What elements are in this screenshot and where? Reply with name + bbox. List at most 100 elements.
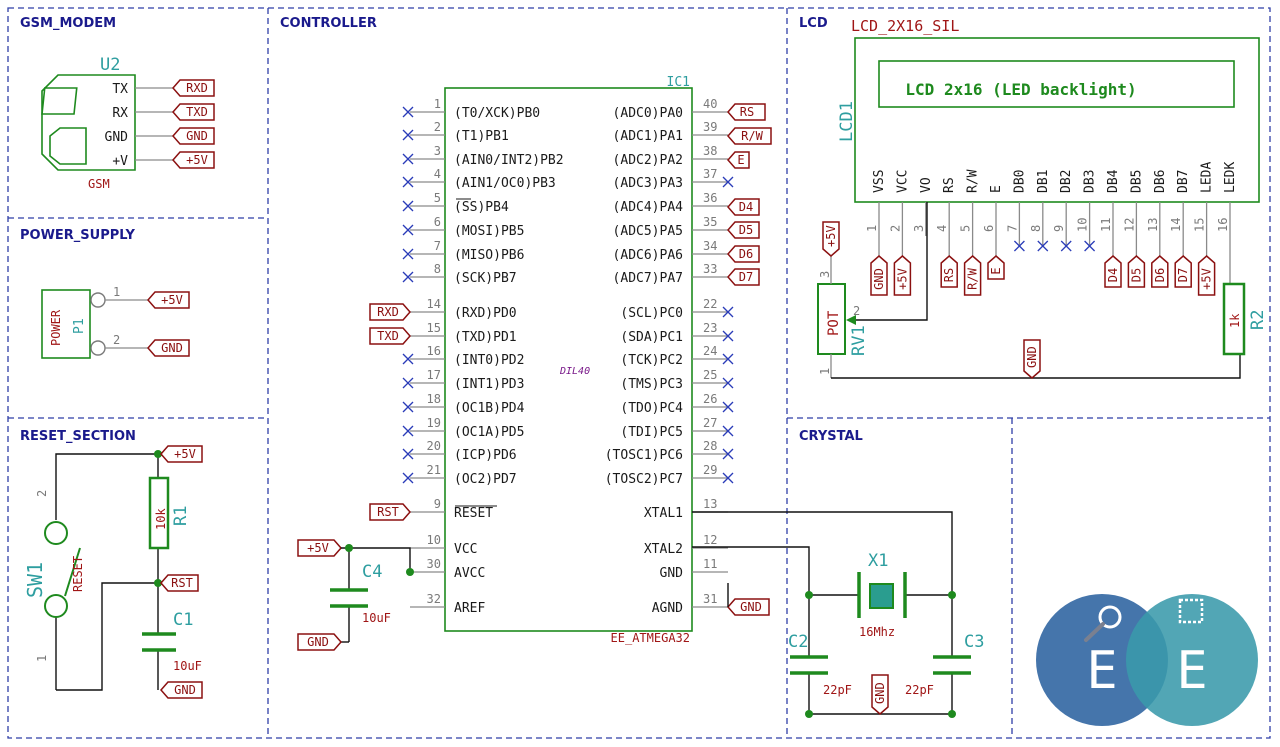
ic1-pin-name: (ADC0)PA0: [613, 106, 683, 121]
ic1-pin-number: 1: [434, 97, 441, 111]
lcd-pin-label: D7: [1174, 255, 1192, 288]
ic1-pin-25: 25(TMS)PC3: [620, 368, 734, 392]
ic1-pin-4: 4(AIN1/OC0)PB3: [402, 167, 556, 191]
pot-pin-1: 1: [818, 368, 832, 375]
svg-text:GND: GND: [873, 682, 887, 704]
gsm-pin-v: +V: [112, 154, 128, 169]
section-title-gsm: GSM_MODEM: [20, 16, 116, 31]
ic1-pin-6: 6(MOSI)PB5: [402, 215, 524, 239]
gsm-module-shape: [49, 127, 87, 165]
lcd-screen: [878, 60, 1235, 108]
svg-text:+5V: +5V: [895, 268, 909, 290]
power-pin-2-num: 2: [113, 333, 120, 347]
lcd-pin-number: 14: [1169, 218, 1183, 232]
power-connector: POWER P1 1 2 +5V GND: [41, 285, 190, 359]
svg-text:E: E: [737, 153, 744, 167]
gsm-pin-tx: TX: [112, 82, 128, 97]
controller: IC1 EE_ATMEGA32 DIL40 1(T0/XCK)PB02(T1)P…: [297, 75, 772, 651]
lcd-pin-number: 4: [935, 225, 949, 232]
ic1-pin-name: (ADC4)PA4: [613, 200, 684, 215]
lcd-pin-number: 13: [1146, 218, 1160, 232]
ic1-pin-number: 29: [703, 463, 717, 477]
lcd-pin-number: 9: [1052, 225, 1066, 232]
ic1-right-pins: 40(ADC0)PA039(ADC1)PA138(ADC2)PA237(ADC3…: [605, 97, 734, 616]
cap-c2-ref: C2: [788, 632, 808, 652]
lcd-pin-number: 1: [865, 225, 879, 232]
gsm-outline: [41, 74, 136, 171]
reset-switch-pin-1: 1: [35, 655, 49, 662]
crystal-body: [869, 583, 894, 609]
ic1-pin-number: 32: [427, 592, 441, 606]
ic1-pin-name: (MISO)PB6: [454, 248, 524, 263]
reset-label-gnd: GND: [160, 681, 203, 699]
ic1-pin-36: 36(ADC4)PA4: [613, 191, 728, 215]
resistor-r1-ref: R1: [171, 506, 191, 526]
ic1-pin-29: 29(TOSC2)PC7: [605, 463, 734, 487]
ic1-pin-26: 26(TDO)PC4: [620, 392, 734, 416]
reset-switch-value: RESET: [71, 556, 85, 592]
power-pin-1-circle: [90, 292, 106, 308]
lcd-pin-label: RS: [940, 255, 958, 288]
crystal-ref: X1: [868, 551, 888, 571]
ic1-pin-name: GND: [660, 566, 684, 581]
ic1-pin-number: 7: [434, 239, 441, 253]
power-label-gnd: GND: [147, 339, 190, 357]
ic1-pin-7: 7 (MISO)PB6: [402, 239, 524, 263]
ic1-pin-17: 17(INT1)PD3: [402, 368, 524, 392]
ic1-pin-name: (ICP)PD6: [454, 448, 517, 463]
lcd-pin-number: 7: [1005, 225, 1019, 232]
ic1-pin-38: 38(ADC2)PA2: [613, 144, 728, 168]
lcd-pin-label: +5V: [1197, 255, 1216, 296]
lcd-pin-name: VO: [919, 177, 934, 193]
reset-label-rst: RST: [160, 574, 199, 592]
ic1-pin-3: 3(AIN0/INT2)PB2: [402, 144, 564, 168]
ic1-pin-number: 16: [427, 344, 441, 358]
reset-label-5v: +5V: [160, 445, 203, 463]
ic1-pin-number: 2: [434, 120, 441, 134]
ic1-pin-number: 21: [427, 463, 441, 477]
lcd-pin-number: 15: [1193, 218, 1207, 232]
lcd-pin-number: 5: [959, 225, 973, 232]
svg-text:+5V: +5V: [1200, 268, 1214, 290]
ic1-pin-name: XTAL1: [644, 506, 683, 521]
ic1-pin-name: AVCC: [454, 566, 485, 581]
lcd-pin-5: R/W5R/W: [959, 169, 982, 296]
lcd-section: LCD 2x16 (LED backlight) LCD_2X16_SIL LC…: [817, 17, 1268, 379]
ic1-pin-name: (SDA)PC1: [620, 330, 683, 345]
lcd-pin-number: 11: [1099, 218, 1113, 232]
ic1-pin-21: 21(OC2)PD7: [402, 463, 517, 487]
ic1-pin-name: (AIN0/INT2)PB2: [454, 153, 564, 168]
ic1-pin-23: 23(SDA)PC1: [620, 321, 734, 345]
ic1-pin-name: (TOSC1)PC6: [605, 448, 683, 463]
svg-text:TXD: TXD: [377, 329, 399, 343]
power-pin-1-num: 1: [113, 285, 120, 299]
ic1-pin-number: 31: [703, 592, 717, 606]
ctrl-label-d5: D5: [727, 221, 760, 239]
ic1-pin-number: 20: [427, 439, 441, 453]
ic1-pin-name: (TXD)PD1: [454, 330, 517, 345]
crystal-section: X1 16Mhz C2 22pF C3 22pF GND: [692, 511, 984, 718]
ic1-pin-number: 19: [427, 416, 441, 430]
lcd-pin-label: R/W: [963, 255, 982, 296]
svg-text:R/W: R/W: [966, 267, 980, 289]
ic1-pin-40: 40(ADC0)PA0: [613, 97, 728, 121]
ic1-pin-24: 24(TCK)PC2: [620, 344, 734, 368]
ic1-pin-20: 20 (ICP)PD6: [402, 439, 517, 463]
ic1-pin-name: (ADC5)PA5: [613, 224, 683, 239]
cap-c3-ref: C3: [964, 632, 984, 652]
ic1-pin-number: 8: [434, 262, 441, 276]
ic1-pin-number: 13: [703, 497, 717, 511]
power-connector-body: [41, 289, 91, 359]
ctrl-label-5v: +5V: [297, 539, 342, 557]
ic1-pin-18: 18(OC1B)PD4: [402, 392, 525, 416]
ic1-pin-37: 37(ADC3)PA3: [613, 167, 734, 191]
svg-text:RS: RS: [942, 268, 956, 282]
ic1-pin-number: 22: [703, 297, 717, 311]
ctrl-label-d4: D4: [727, 198, 760, 216]
svg-text:GND: GND: [186, 129, 208, 143]
ic1-pin-name: (TDI)PC5: [620, 425, 683, 440]
